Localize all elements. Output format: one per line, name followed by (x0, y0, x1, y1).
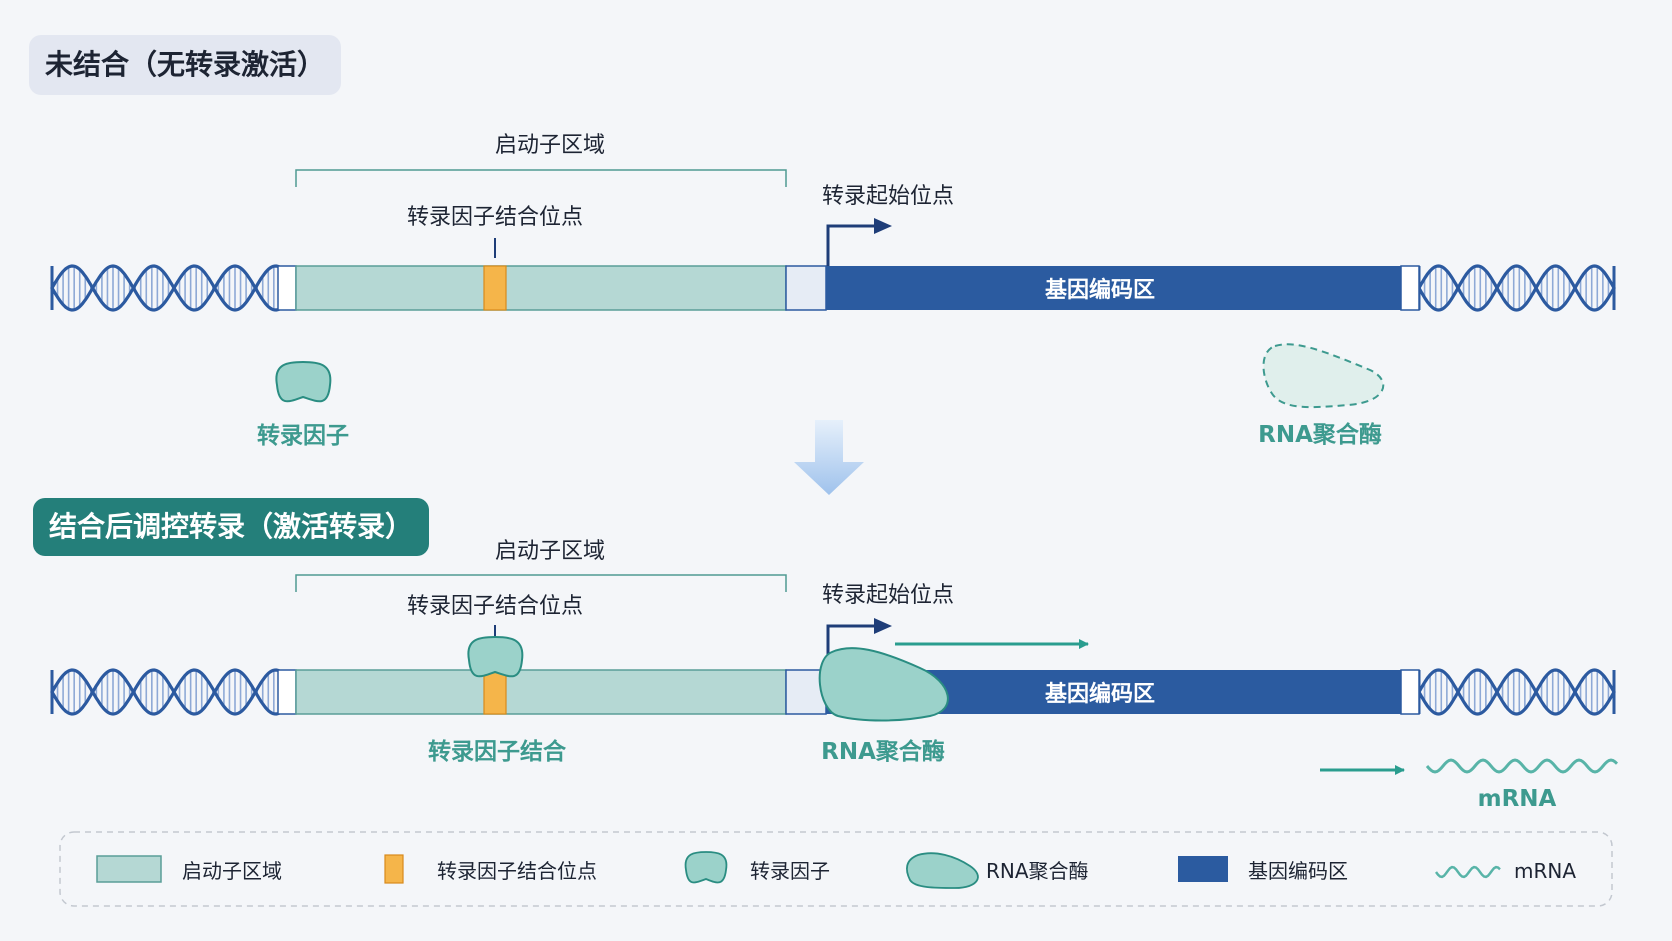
legend-label-rna-polymerase: RNA聚合酶 (986, 859, 1089, 883)
mrna-wave-icon (1434, 865, 1501, 879)
dna-helix-right-top (1417, 264, 1616, 312)
promoter-bracket-top (295, 169, 787, 187)
tss-spacer-top (785, 265, 827, 311)
dna-strand (1417, 264, 1616, 312)
transcription-factor-icon (684, 851, 728, 884)
legend-label-transcription-factor: 转录因子 (750, 859, 830, 883)
legend-box (59, 831, 1613, 907)
rna-polymerase-free-icon (1262, 343, 1385, 409)
promoter-bracket-bottom (295, 574, 787, 592)
binding-site-label-bottom: 转录因子结合位点 (407, 594, 583, 619)
tss-arrow-top (826, 224, 878, 266)
promoter-swatch-icon (96, 855, 162, 883)
binding-site-bottom (483, 669, 507, 715)
promoter-region-top (295, 265, 787, 311)
promoter-label-top: 启动子区域 (495, 133, 605, 158)
binding-site-top (483, 265, 507, 311)
legend-label-coding-region: 基因编码区 (1248, 859, 1348, 883)
legend-label-mrna: mRNA (1514, 859, 1576, 883)
legend-label-promoter: 启动子区域 (182, 859, 282, 883)
dna-strand (50, 668, 298, 716)
dna-strand (50, 264, 298, 312)
dna-helix-right-bottom (1417, 668, 1616, 716)
promoter-region-bottom (295, 669, 787, 715)
tss-arrowhead-top (874, 218, 892, 234)
flow-down-arrow-icon (794, 420, 864, 495)
dna-junction-cap (277, 265, 297, 311)
binding-site-swatch-icon (384, 854, 404, 884)
tss-label-bottom: 转录起始位点 (822, 583, 954, 608)
legend-item-binding-site: 转录因子结合位点 (384, 854, 597, 884)
promoter-label-bottom: 启动子区域 (495, 539, 605, 564)
coding-end-cap-top (1400, 265, 1420, 311)
coding-region-swatch-icon (1178, 856, 1228, 882)
coding-region-top (826, 266, 1401, 310)
coding-end-cap-bottom (1400, 669, 1420, 715)
binding-site-label-top: 转录因子结合位点 (407, 205, 583, 230)
mrna-label: mRNA (1478, 786, 1557, 812)
rna-polymerase-label-top: RNA聚合酶 (1258, 421, 1382, 448)
dna-strand (1417, 264, 1616, 312)
dna-strand (1417, 668, 1616, 716)
legend-label-binding-site: 转录因子结合位点 (437, 859, 597, 883)
transcription-factor-label: 转录因子 (257, 422, 349, 449)
rna-polymerase-label-bottom: RNA聚合酶 (821, 738, 945, 765)
legend-item-rna-polymerase: RNA聚合酶 (906, 852, 1089, 889)
tss-label-top: 转录起始位点 (822, 184, 954, 209)
transcription-factor-icon (275, 360, 332, 403)
coding-region-label-top: 基因编码区 (1045, 277, 1155, 303)
legend-item-coding-region: 基因编码区 (1178, 856, 1348, 883)
section-title-unbound: 未结合（无转录激活） (29, 35, 342, 95)
dna-helix-left-bottom (50, 668, 298, 716)
dna-junction-cap (277, 669, 297, 715)
mrna-wave-icon (1425, 758, 1619, 774)
dna-helix-left-top (50, 264, 298, 312)
coding-region-label-bottom: 基因编码区 (1045, 681, 1155, 707)
tss-arrowhead-bottom (874, 618, 892, 634)
bound-factor-label: 转录因子结合 (428, 738, 567, 765)
section-title-bound: 结合后调控转录（激活转录） (33, 498, 430, 556)
rna-polymerase-icon (906, 852, 979, 889)
legend-item-mrna: mRNA (1434, 859, 1576, 883)
dna-strand (1417, 668, 1616, 716)
legend-item-transcription-factor: 转录因子 (684, 851, 830, 884)
legend-item-promoter: 启动子区域 (96, 855, 282, 883)
bound-transcription-factor-icon (467, 635, 524, 678)
rna-polymerase-bound-icon (818, 647, 949, 722)
